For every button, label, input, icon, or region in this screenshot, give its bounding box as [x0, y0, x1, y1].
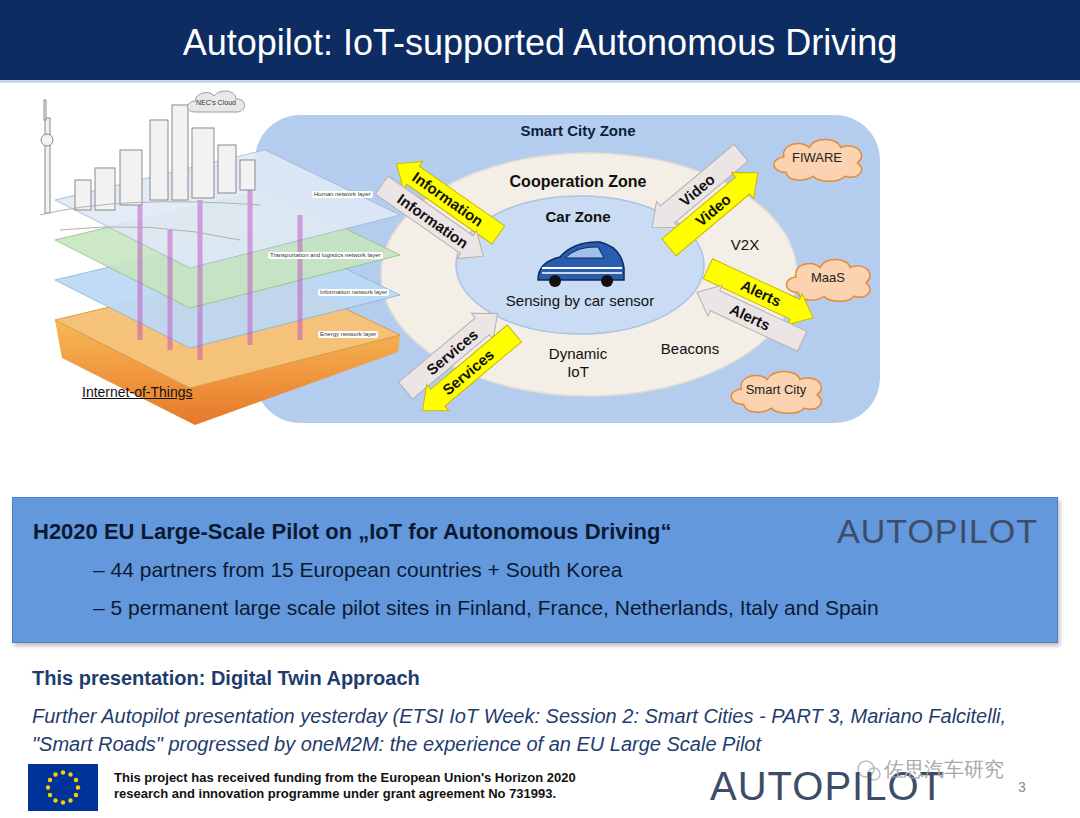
cooperation-zone-shape: [381, 153, 797, 396]
maas-cloud-shape: [786, 260, 870, 302]
roads: [40, 202, 260, 240]
eu-star: [68, 772, 72, 776]
eu-star: [46, 785, 50, 789]
pilot-info-box-text: AUTOPILOT: [837, 511, 1038, 552]
car-zone-shape: [456, 196, 704, 334]
illustration-caption: Internet-of-Things: [82, 384, 193, 401]
layer-label: Information network layer: [318, 289, 389, 296]
eu-star: [48, 778, 52, 782]
eu-star: [48, 793, 52, 797]
maas-cloud-text: MaaS: [811, 270, 845, 286]
maas-cloud: MaaS: [778, 254, 878, 302]
layer-label: Transportation and logistics network lay…: [268, 252, 383, 259]
smart-city-zone-text: Smart City Zone: [520, 122, 635, 140]
note-text: This presentation: Digital Twin Approach: [32, 666, 420, 690]
cooperation-zone-text: Beacons: [661, 340, 719, 358]
eu-star: [74, 778, 78, 782]
eu-star: [68, 798, 72, 802]
slide-title: Autopilot: IoT-supported Autonomous Driv…: [0, 22, 1080, 64]
car-zone-text: Car Zone: [545, 208, 610, 226]
note-text: This project has received funding from t…: [114, 770, 629, 801]
eu-star: [53, 772, 57, 776]
pilot-info-box: H2020 EU Large-Scale Pilot on „IoT for A…: [12, 497, 1058, 643]
eu-star: [61, 770, 65, 774]
layer-label: Human network layer: [312, 191, 373, 198]
eu-star: [74, 793, 78, 797]
smart-city-cloud-text: Smart City: [746, 382, 807, 398]
car-zone: Car ZoneSensing by car sensor: [455, 195, 705, 335]
eu-stars: [46, 770, 80, 804]
nec-cloud-shape: [188, 91, 245, 112]
fiware-cloud-text: FIWARE: [792, 150, 842, 166]
note-text: Further Autopilot presentation yesterday…: [32, 702, 1062, 758]
smart-city-cloud: Smart City: [722, 366, 830, 414]
eu-flag-field: [28, 764, 98, 811]
fiware-cloud: FIWARE: [765, 134, 870, 182]
car-zone-text: Sensing by car sensor: [506, 292, 654, 310]
smart-city-zone: Smart City ZoneCooperation ZoneV2X Beacon…: [255, 115, 880, 423]
watermark: 佐思汽车研究: [884, 757, 1004, 781]
eu-star: [61, 800, 65, 804]
layer-label: NEC's Cloud: [196, 99, 236, 107]
layer-label: Energy network layer: [318, 331, 378, 338]
eu-star: [53, 798, 57, 802]
eu-star: [76, 785, 80, 789]
page-number: 3: [1018, 779, 1026, 796]
fiware-cloud-shape: [774, 140, 862, 182]
smart-city-cloud-shape: [731, 372, 821, 414]
cooperation-zone-text: V2X: [731, 236, 759, 254]
cooperation-zone-text: Cooperation Zone: [510, 172, 647, 191]
pilot-info-box-text: – 44 partners from 15 European countries…: [93, 557, 622, 582]
cooperation-zone-text: Dynamic IoT: [538, 345, 618, 381]
city-buildings: [41, 100, 255, 213]
pilot-info-box-text: – 5 permanent large scale pilot sites in…: [93, 595, 879, 620]
pilot-info-box-text: H2020 EU Large-Scale Pilot on „IoT for A…: [33, 519, 671, 545]
